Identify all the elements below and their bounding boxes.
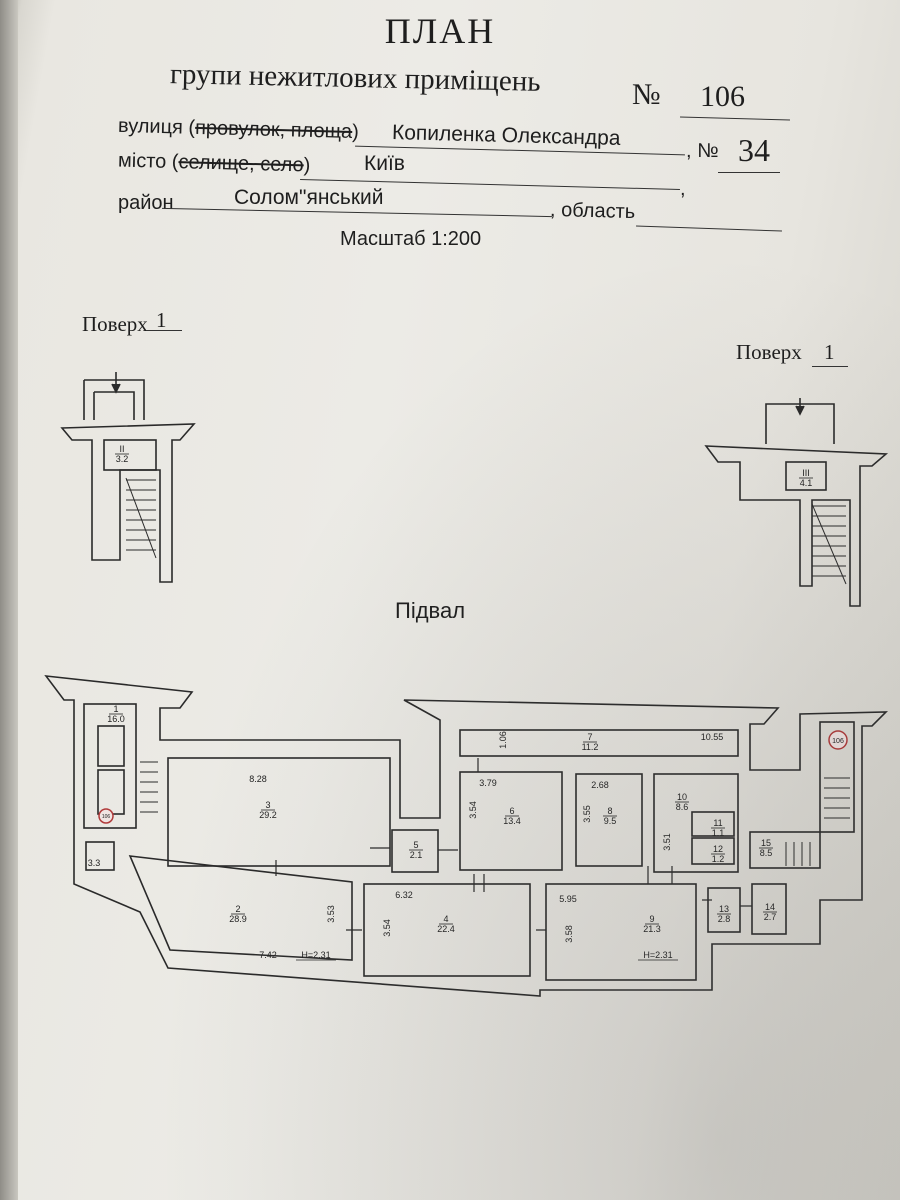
dimension-label: 3.54 — [382, 919, 392, 937]
plan-title: ПЛАН — [384, 11, 496, 51]
floor-value-left: 1 — [156, 308, 167, 332]
ceiling-height-label: H=2.31 — [643, 950, 672, 960]
stairwell-number: II — [119, 444, 124, 454]
room-number: 12 — [713, 844, 723, 854]
room-area: 1.2 — [712, 854, 725, 864]
room-number: 2 — [235, 904, 240, 914]
city-value: Київ — [364, 152, 405, 175]
house-underline — [718, 172, 780, 173]
dimension-label: 8.28 — [249, 774, 267, 784]
stamp-circles — [98, 730, 848, 824]
stairwell-area: 3.2 — [116, 454, 129, 464]
room-number: 8 — [607, 806, 612, 816]
group-number: 106 — [700, 80, 745, 113]
room-area: 2.8 — [718, 914, 731, 924]
room-number: 1 — [113, 704, 118, 714]
room-area: 9.5 — [604, 816, 617, 826]
room-number: 4 — [443, 914, 448, 924]
scale-label: Масштаб 1:200 — [340, 228, 482, 250]
room-number: 10 — [677, 792, 687, 802]
room-number: 7 — [587, 732, 592, 742]
stamp-number: 106 — [102, 814, 111, 820]
basement-plan — [44, 675, 888, 997]
stairwell-left — [60, 372, 196, 583]
stairwell-number: III — [802, 468, 810, 478]
room-area: 22.4 — [437, 924, 455, 934]
room-number: 6 — [509, 806, 514, 816]
ceiling-height-label: H=2.31 — [301, 950, 330, 960]
dimension-label: 2.68 — [591, 780, 609, 790]
house-number: 34 — [738, 132, 770, 168]
room-area: 11.2 — [582, 742, 599, 752]
dimension-label: 3.79 — [479, 778, 497, 788]
stamp-number: 106 — [832, 738, 844, 745]
group-number-label: № — [632, 78, 661, 111]
dimension-label: 1.06 — [498, 731, 508, 749]
dimension-label: 3.58 — [564, 925, 574, 943]
room-area: 16.0 — [107, 714, 125, 724]
dimension-label: 3.51 — [662, 833, 672, 851]
basement-label: Підвал — [395, 598, 466, 623]
dimension-label: 6.32 — [395, 890, 413, 900]
room-area: 8.5 — [760, 848, 773, 858]
dimension-label: 3.55 — [582, 805, 592, 823]
floor-label-right: Поверх — [736, 340, 802, 364]
floor-underline-right — [812, 366, 848, 367]
room-area: 28.9 — [229, 914, 247, 924]
floor-underline-left — [146, 330, 182, 331]
room-area: 1.1 — [712, 828, 725, 838]
dimension-label: 7.42 — [259, 950, 277, 960]
dimension-label: 3.54 — [468, 801, 478, 819]
room-number: 14 — [765, 902, 775, 912]
stairwell-area: 4.1 — [800, 478, 813, 488]
dimension-label: 3.53 — [326, 905, 336, 923]
room-area: 21.3 — [643, 924, 661, 934]
room-area: 2.7 — [764, 912, 777, 922]
room-area: 8.6 — [676, 802, 689, 812]
room-area: 29.2 — [259, 810, 277, 820]
room-number: 3 — [265, 800, 270, 810]
room-area: 2.1 — [410, 850, 423, 860]
room-number: 13 — [719, 904, 729, 914]
district-value: Солом"янський — [234, 186, 384, 209]
city-trail: , — [680, 178, 686, 200]
floor-label-left: Поверх — [82, 312, 148, 336]
dimension-label: 10.55 — [701, 732, 724, 742]
house-label: , № — [686, 140, 719, 162]
stairwell-right — [704, 398, 889, 607]
district-label: район — [118, 192, 174, 214]
room-number: 15 — [761, 838, 771, 848]
room-number: 5 — [413, 840, 418, 850]
room-number: 11 — [713, 818, 722, 828]
room-area: 3.3 — [88, 858, 101, 868]
room-area: 13.4 — [503, 816, 521, 826]
book-gutter — [0, 0, 18, 1200]
dimension-label: 5.95 — [559, 894, 577, 904]
room-number: 9 — [649, 914, 654, 924]
floor-value-right: 1 — [824, 340, 835, 364]
